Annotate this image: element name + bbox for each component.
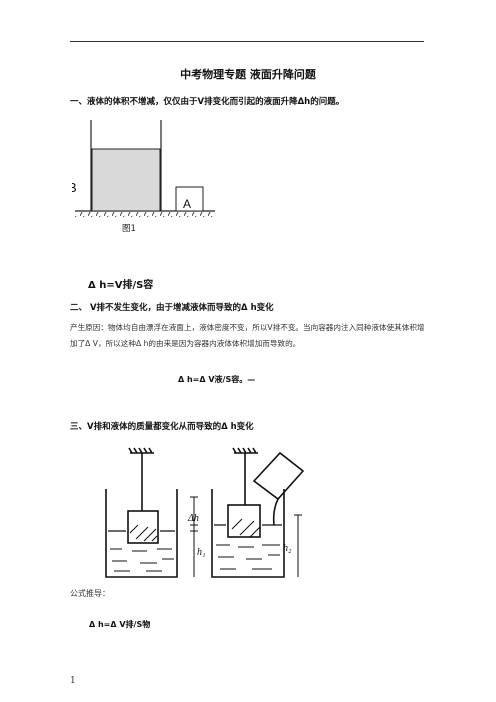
- right-object-hatch: [231, 518, 261, 538]
- label-h1: h₁: [197, 547, 205, 558]
- figure-2: Δh h₁ h₂: [102, 441, 312, 587]
- label-h2: h₂: [283, 543, 292, 554]
- right-container: [211, 489, 285, 578]
- section-1-heading: 一、液体的体积不增减，仅仅由于V排变化而引起的液面升降Δh的问题。: [70, 97, 345, 107]
- left-support: [128, 447, 154, 454]
- page-number: 1: [70, 676, 76, 686]
- left-object: [127, 510, 159, 544]
- page-title: 中考物理专题 液面升降问题: [180, 68, 316, 81]
- right-water-waves: [216, 544, 280, 570]
- left-water-waves: [110, 548, 174, 572]
- label-dh: Δh: [187, 513, 199, 524]
- formula-1: Δ h=V排/S容: [88, 280, 154, 291]
- header-rule: [70, 41, 424, 42]
- figure-1-drawing: A B: [68, 120, 215, 217]
- left-container: [105, 489, 178, 578]
- derivation-label: 公式推导：: [70, 589, 110, 598]
- right-support: [232, 447, 258, 454]
- section-2-heading: 二、 V排不发生变化，由于增减液体而导致的Δ h变化: [70, 303, 274, 313]
- left-object-hatch: [129, 524, 158, 542]
- pour-stream: [272, 498, 279, 526]
- block-a: [175, 186, 204, 212]
- formula-2: Δ h=Δ V液/S容。—: [178, 375, 256, 384]
- ground-hatch: [75, 212, 215, 217]
- figure-1-caption: 图1: [122, 224, 136, 234]
- figure-1: A B: [68, 112, 222, 226]
- section-2-paragraph: 产生原因：物体均自由漂浮在液面上，液体密度不变，所以V排不变。当向容器内注入同种…: [70, 323, 425, 348]
- label-a: A: [183, 197, 191, 211]
- formula-3: Δ h=Δ V排/S物: [89, 620, 151, 629]
- section-3-heading: 三、V排和液体的质量都变化从而导致的Δ h变化: [70, 422, 254, 432]
- dim-ticks-mid: [190, 496, 198, 532]
- figure-2-drawing: Δh h₁ h₂: [105, 447, 305, 578]
- pouring-vessel: [252, 451, 305, 501]
- liquid-body: [91, 148, 161, 212]
- label-b: B: [72, 180, 77, 195]
- right-object: [227, 504, 261, 538]
